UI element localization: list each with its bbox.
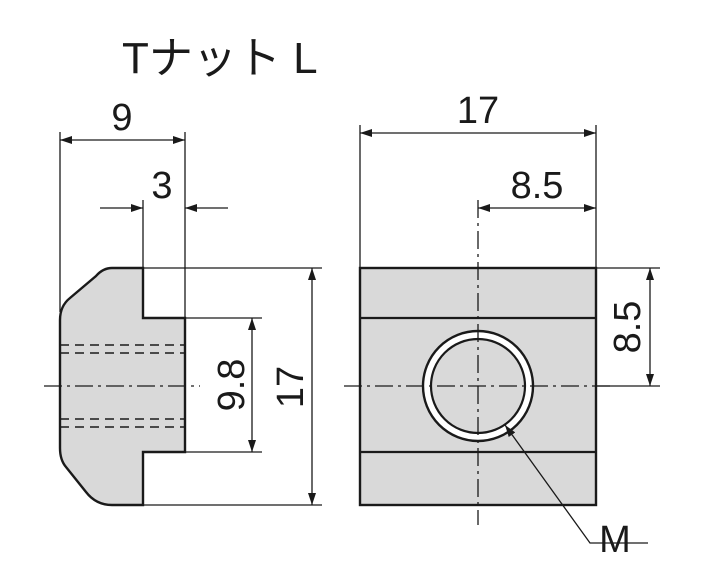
front-view: 17 8.5 8.5 M bbox=[344, 90, 660, 561]
dim-label-height: 17 bbox=[270, 366, 312, 408]
thread-leader bbox=[504, 424, 648, 544]
dim-label-slot-height: 9.8 bbox=[211, 359, 253, 412]
dim-label-front-width: 17 bbox=[457, 90, 499, 132]
side-view: 9 3 9.8 17 bbox=[44, 97, 322, 507]
dim-label-slot-width: 3 bbox=[151, 165, 172, 207]
dim-label-hole-offset-x: 8.5 bbox=[511, 165, 564, 207]
drawing-title: Tナット L bbox=[122, 34, 318, 83]
thread-label: M bbox=[599, 519, 631, 561]
dim-label-hole-offset-y: 8.5 bbox=[607, 301, 649, 354]
dim-label-width: 9 bbox=[111, 97, 132, 139]
